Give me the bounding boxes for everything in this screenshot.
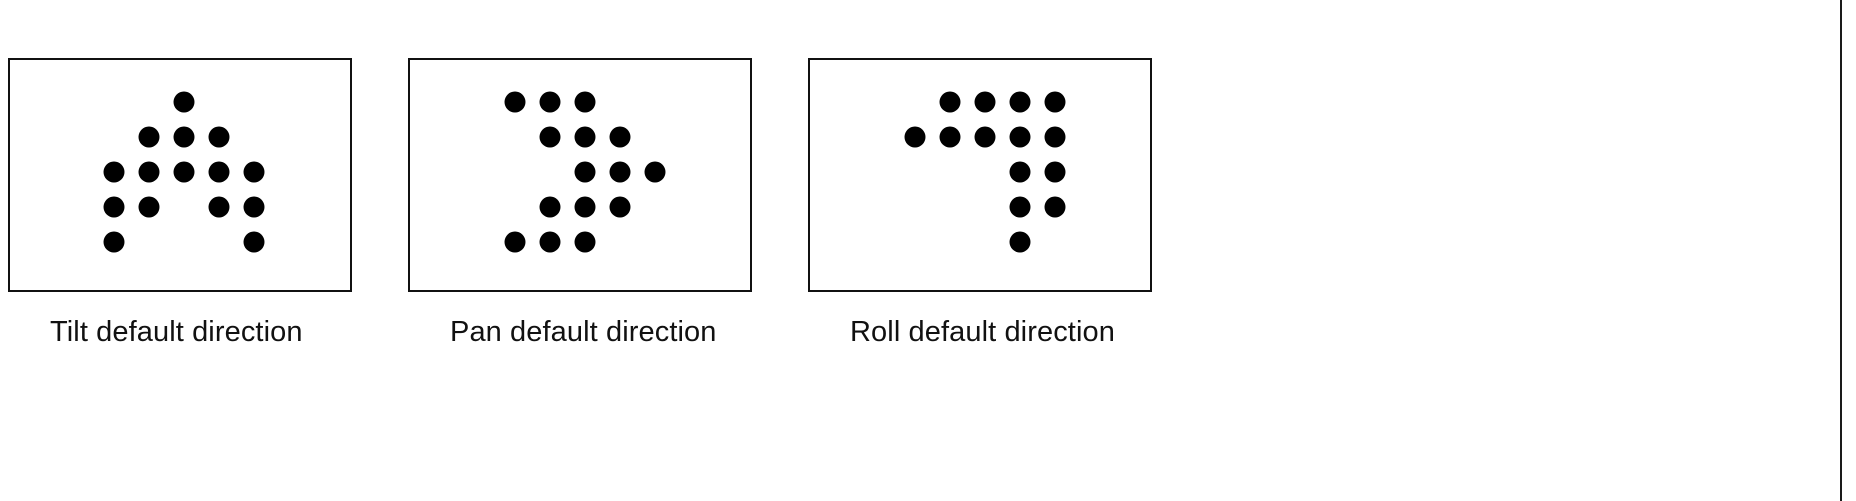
arrow-dot — [504, 231, 526, 253]
arrow-dot — [173, 126, 195, 148]
dot-matrix-arrow-roll — [810, 60, 1150, 290]
arrow-dot — [539, 196, 561, 218]
arrow-dot — [138, 196, 160, 218]
arrow-dot — [644, 161, 666, 183]
arrow-dot — [1009, 161, 1031, 183]
arrow-dot — [1009, 91, 1031, 113]
arrow-dot — [574, 126, 596, 148]
arrow-dot — [539, 126, 561, 148]
panel-caption-pan: Pan default direction — [450, 316, 717, 348]
arrow-dot — [1044, 161, 1066, 183]
arrow-dot — [103, 231, 125, 253]
arrow-dot — [939, 91, 961, 113]
arrow-dot — [1044, 196, 1066, 218]
arrow-dot — [208, 126, 230, 148]
arrow-dot — [103, 161, 125, 183]
arrow-dot — [539, 91, 561, 113]
arrow-dot — [103, 196, 125, 218]
arrow-dot — [574, 196, 596, 218]
arrow-dot — [974, 91, 996, 113]
arrow-dot — [243, 196, 265, 218]
arrow-dot — [208, 196, 230, 218]
arrow-dot — [504, 91, 526, 113]
arrow-dot — [243, 161, 265, 183]
panel-caption-tilt: Tilt default direction — [50, 316, 303, 348]
arrow-dot — [208, 161, 230, 183]
arrow-dot — [1044, 91, 1066, 113]
arrow-dot — [904, 126, 926, 148]
arrow-dot — [1009, 196, 1031, 218]
arrow-dot — [574, 231, 596, 253]
arrow-dot — [574, 161, 596, 183]
dot-matrix-arrow-pan — [410, 60, 750, 290]
arrow-dot — [138, 161, 160, 183]
arrow-dot — [173, 161, 195, 183]
arrow-dot — [138, 126, 160, 148]
dot-matrix-arrow-tilt — [10, 60, 350, 290]
arrow-dot — [243, 231, 265, 253]
arrow-dot — [939, 126, 961, 148]
panel-caption-roll: Roll default direction — [850, 316, 1115, 348]
arrow-dot — [609, 196, 631, 218]
panel-frame-pan — [408, 58, 752, 292]
panel-frame-roll — [808, 58, 1152, 292]
arrow-dot — [539, 231, 561, 253]
arrow-dot — [609, 161, 631, 183]
arrow-dot — [974, 126, 996, 148]
arrow-dot — [173, 91, 195, 113]
arrow-dot — [574, 91, 596, 113]
arrow-dot — [1009, 126, 1031, 148]
arrow-dot — [1044, 126, 1066, 148]
page-edge-rule — [1840, 0, 1842, 501]
arrow-dot — [1009, 231, 1031, 253]
panel-frame-tilt — [8, 58, 352, 292]
arrow-dot — [609, 126, 631, 148]
